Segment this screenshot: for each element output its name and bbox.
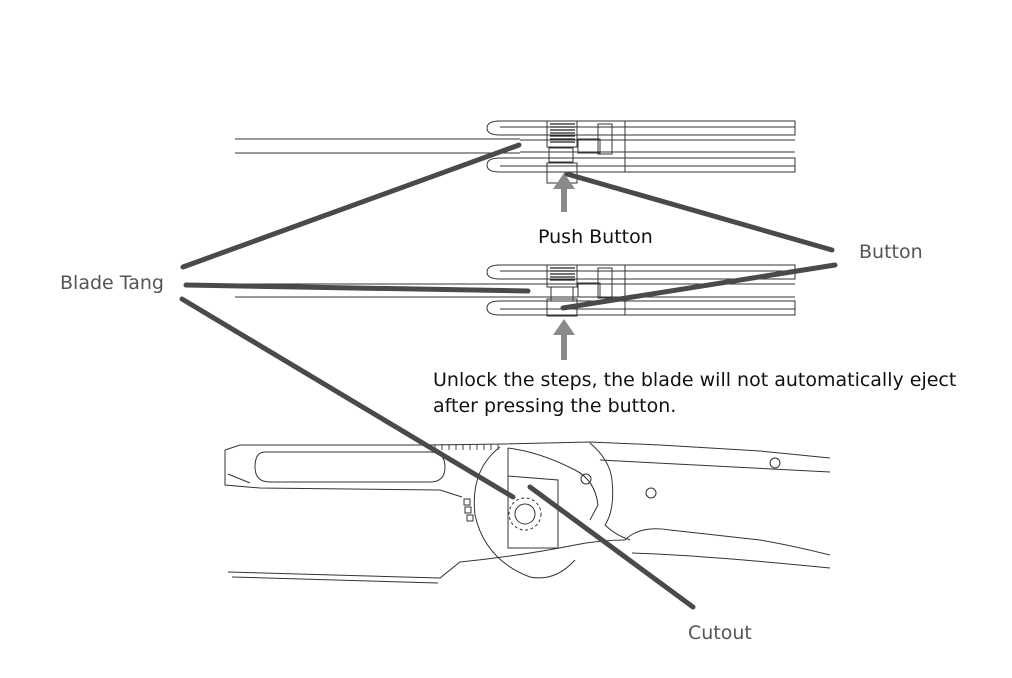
leader-blade-tang-top — [180, 142, 522, 270]
lock-section-top — [235, 120, 796, 184]
leader-button-top — [564, 171, 835, 253]
label-push-button: Push Button — [538, 226, 653, 248]
spring-top — [550, 123, 575, 143]
label-cutout: Cutout — [688, 622, 752, 644]
leader-lines — [179, 142, 838, 610]
note-line-2: after pressing the button. — [433, 395, 677, 417]
leader-blade-tang-middle — [183, 282, 531, 294]
leader-button-middle — [560, 262, 838, 311]
leader-blade-tang-bottom — [179, 296, 516, 500]
note-line-1: Unlock the steps, the blade will not aut… — [433, 369, 957, 391]
spring-middle — [550, 267, 575, 281]
push-arrow-middle — [553, 319, 575, 360]
knife-outline — [224, 441, 831, 584]
push-arrow-top — [553, 173, 575, 212]
label-unlock-note: Unlock the steps, the blade will not aut… — [433, 367, 1003, 419]
lock-section-middle — [235, 264, 796, 317]
label-blade-tang: Blade Tang — [60, 272, 164, 294]
scale-engraving — [463, 498, 474, 522]
spine-jimping — [434, 444, 499, 450]
label-button: Button — [859, 241, 923, 263]
leader-cutout — [527, 484, 696, 610]
